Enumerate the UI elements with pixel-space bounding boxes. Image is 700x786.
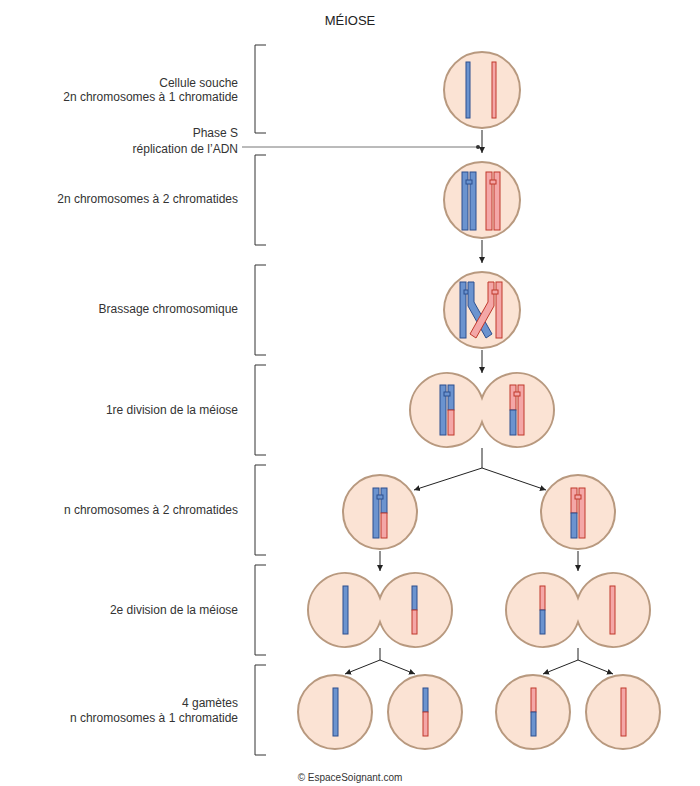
stage-label: Brassage chromosomique	[99, 302, 238, 316]
stage-label: réplication de l’ADN	[133, 142, 238, 156]
bracket	[255, 45, 266, 755]
stage-label: n chromosomes à 1 chromatide	[70, 711, 238, 725]
chromosome	[333, 62, 626, 736]
leader-line	[242, 147, 478, 148]
cell	[298, 52, 660, 749]
stage-label: n chromosomes à 2 chromatides	[64, 503, 238, 517]
stage-label: 4 gamètes	[182, 696, 238, 710]
copyright-caption: © EspaceSoignant.com	[298, 771, 403, 785]
stage-label: 2n chromosomes à 2 chromatides	[57, 192, 238, 206]
diagram-title: MÉIOSE	[325, 14, 376, 28]
stage-label: 2e division de la méiose	[110, 603, 238, 617]
stage-label: Cellule souche	[159, 76, 238, 90]
stage-label: 1re division de la méiose	[106, 403, 238, 417]
stage-label: Phase S	[193, 126, 238, 140]
leader-dot	[476, 145, 480, 149]
stage-label: 2n chromosomes à 1 chromatide	[63, 90, 238, 104]
